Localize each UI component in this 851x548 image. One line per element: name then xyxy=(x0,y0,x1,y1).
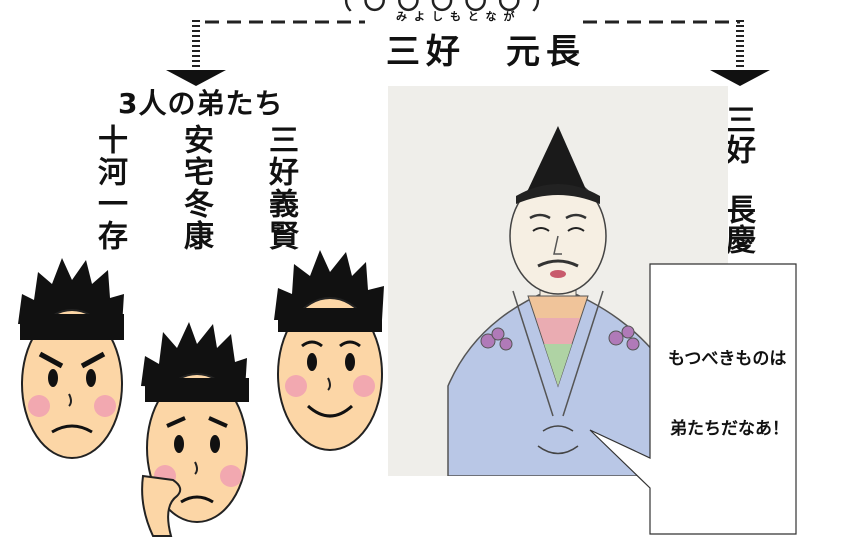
family-tree-lines xyxy=(166,20,770,86)
brother-face-worried xyxy=(141,322,249,537)
speech-line-1: もつべきものは xyxy=(668,349,787,369)
title-ruby: みよしもとなが xyxy=(396,10,522,23)
speech-bubble xyxy=(589,263,797,535)
brothers-label: 3人の弟たち xyxy=(118,87,284,120)
page-title: 三好 元長 xyxy=(386,32,586,72)
brother-face-smiling xyxy=(274,250,384,451)
brother-name-sogo: 十河一存 xyxy=(92,124,127,252)
brother-name-yoshikata: 三好義賢 xyxy=(263,124,298,252)
left-arrow xyxy=(166,20,226,86)
right-arrow xyxy=(710,20,770,86)
brother-name-ataki: 安宅冬康 xyxy=(178,124,213,252)
speech-line-2: 弟たちだなあ！ xyxy=(670,419,789,439)
top-clipped-text: （ 〇 〇 〇 〇 〇 ） xyxy=(330,0,556,15)
brother-face-angry xyxy=(18,258,124,459)
